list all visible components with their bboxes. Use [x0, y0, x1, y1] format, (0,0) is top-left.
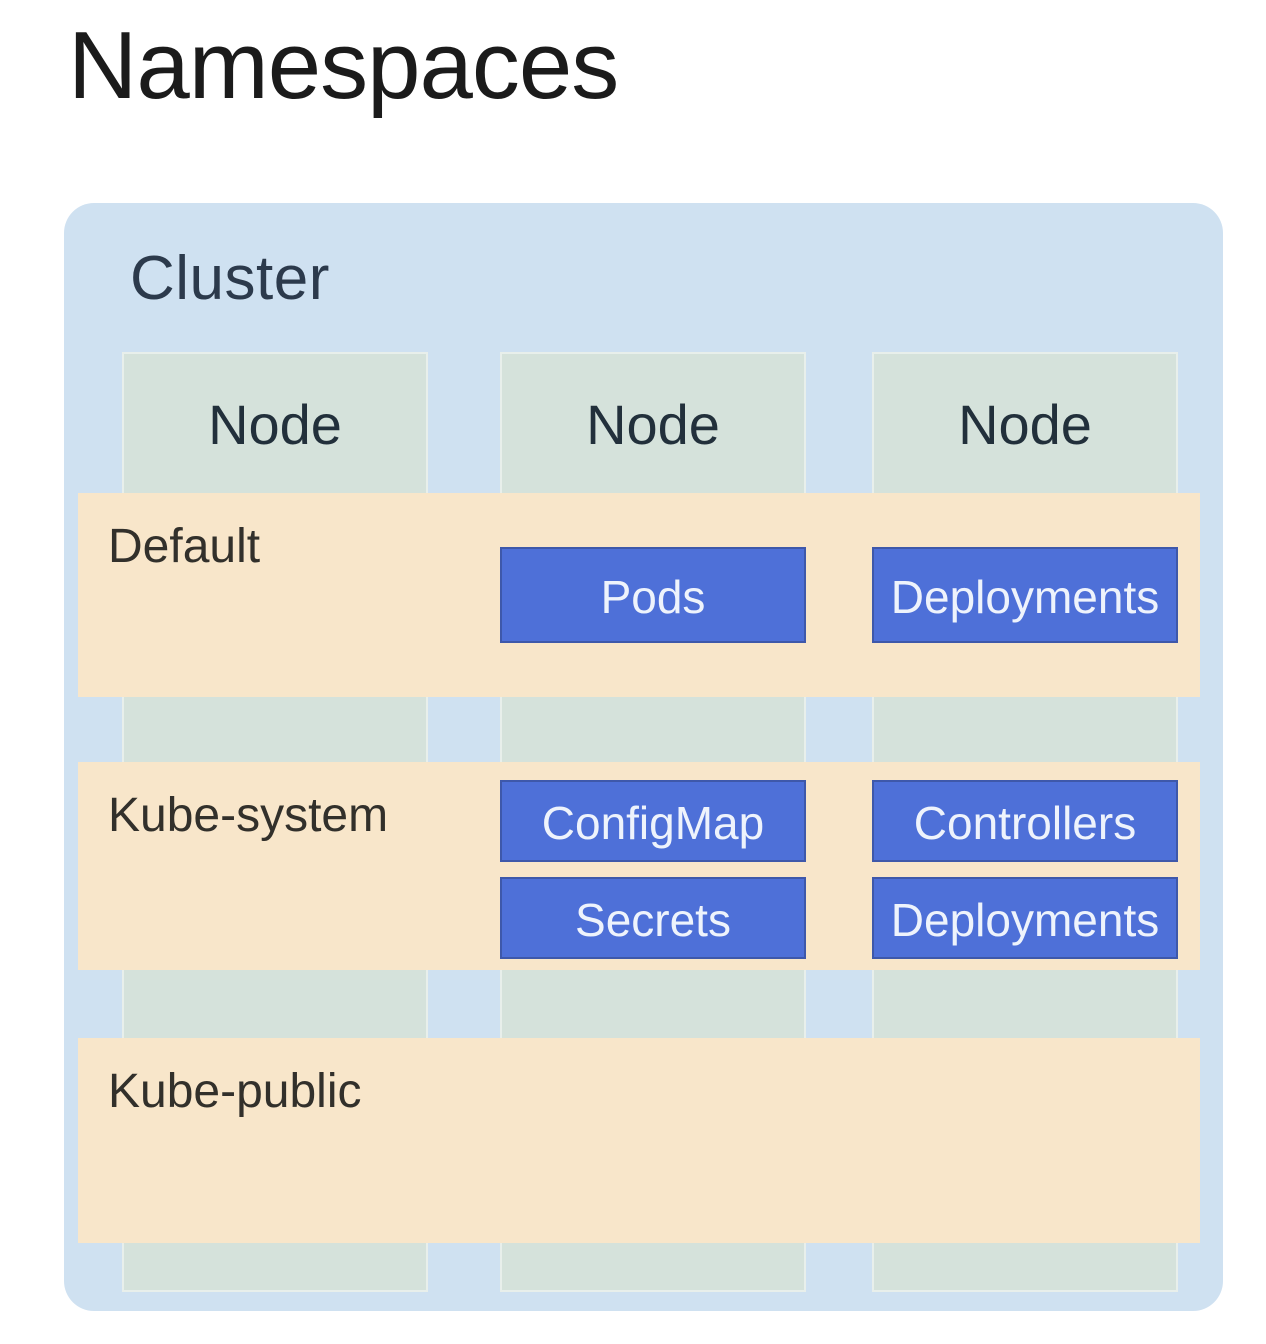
resource-box-deployments-kube-system: Deployments	[872, 877, 1178, 959]
namespace-default-label: Default	[108, 520, 261, 573]
cluster-label: Cluster	[130, 244, 330, 313]
resource-box-secrets: Secrets	[500, 877, 806, 959]
node-2-label: Node	[586, 392, 720, 456]
namespace-kube-public-label: Kube-public	[108, 1065, 362, 1118]
resource-box-deployments-default: Deployments	[872, 547, 1178, 643]
resource-box-controllers: Controllers	[872, 780, 1178, 862]
resource-box-configmap: ConfigMap	[500, 780, 806, 862]
namespace-kube-system-label: Kube-system	[108, 789, 389, 842]
node-3-label: Node	[958, 392, 1092, 456]
cluster-box: Cluster Node Node Node Default Kube-syst…	[64, 203, 1223, 1311]
namespace-band-kube-public: Kube-public	[78, 1038, 1200, 1243]
node-1-label: Node	[208, 392, 342, 456]
resource-box-pods: Pods	[500, 547, 806, 643]
page-title: Namespaces	[68, 12, 619, 119]
